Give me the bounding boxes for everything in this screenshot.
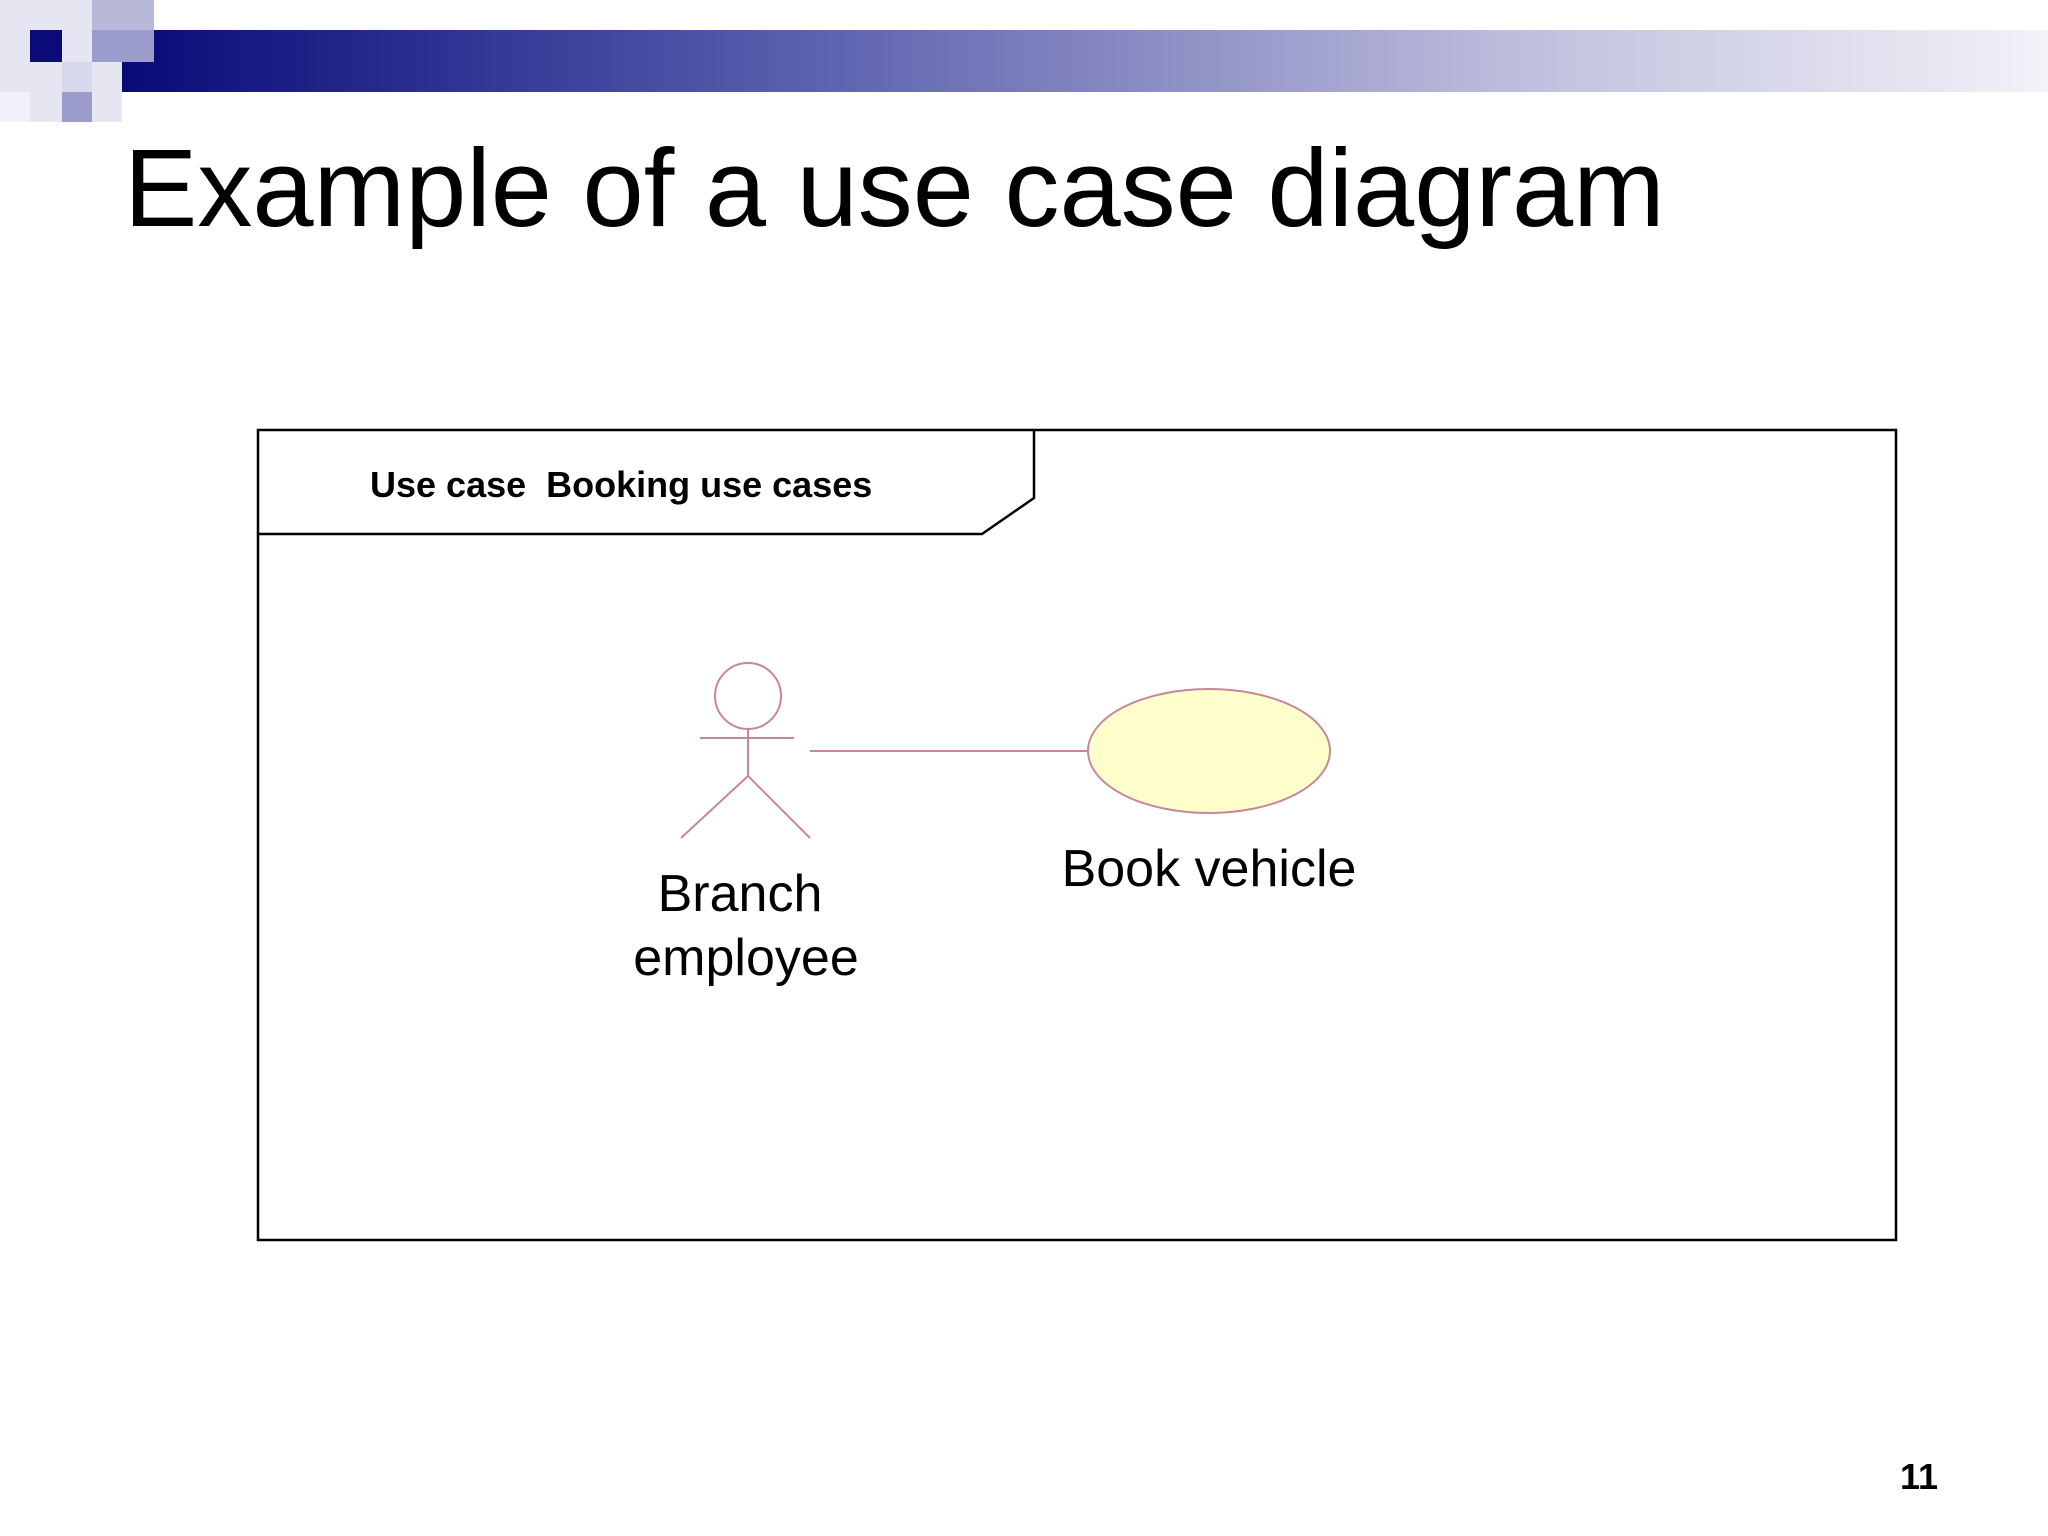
actor-right-leg [747,775,811,839]
decor-square [92,0,154,30]
decor-square [62,92,92,122]
frame-label: Use case Booking use cases [370,464,872,505]
decor-square [62,62,92,92]
decor-square [92,30,154,62]
decor-square [0,92,30,122]
decor-square [30,30,62,62]
actor-label-line1: Branch [658,865,823,923]
use-case-label: Book vehicle [1062,840,1357,898]
actor-label-line2: employee [633,929,858,987]
slide-number: 11 [1899,1456,1938,1497]
actor-left-leg [680,775,749,839]
slide-title: Example of a use case diagram [124,127,1665,250]
frame-label-tab [258,430,1036,536]
actor-head [714,662,782,730]
use-case-ellipse[interactable] [1087,688,1331,814]
stick-figure-icon[interactable] [680,662,811,839]
diagram-frame [256,428,1898,1242]
header-gradient-bar [122,30,2048,92]
